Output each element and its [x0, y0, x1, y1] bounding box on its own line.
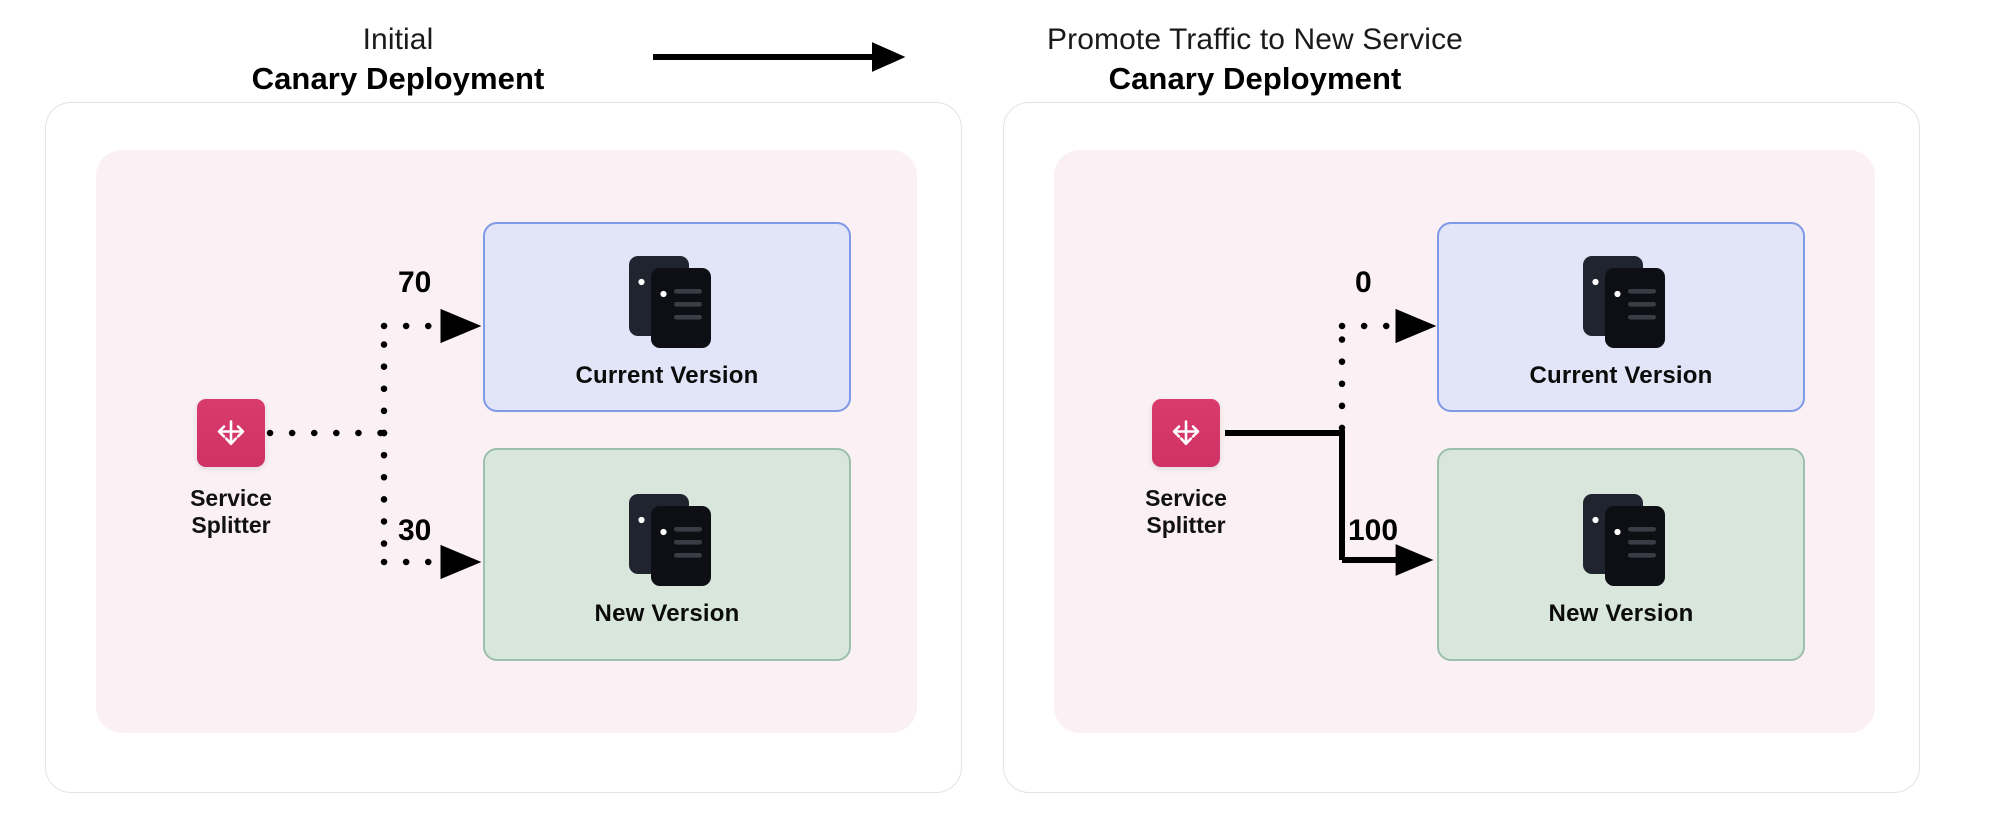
panel-subtitle-promoted: Promote Traffic to New Service [1047, 23, 1463, 56]
new-version-box-initial[interactable]: New Version [483, 448, 851, 661]
flow-weight-current-promoted: 0 [1355, 266, 1372, 299]
current-version-title-promoted: Current Version [1529, 362, 1713, 389]
panel-heading-promoted: Promote Traffic to New Service Canary De… [955, 22, 1555, 98]
current-version-title-initial: Current Version [575, 362, 759, 389]
current-version-box-initial[interactable]: Current Version [483, 222, 851, 412]
move-arrows-icon [1166, 413, 1206, 453]
server-stack-icon [615, 244, 719, 348]
panel-subtitle-initial: Initial [362, 23, 434, 56]
panel-heading-initial: Initial Canary Deployment [200, 22, 596, 98]
panel-frame-initial [45, 102, 962, 793]
panel-frame-promoted [1003, 102, 1920, 793]
panel-title-promoted: Canary Deployment [1108, 61, 1402, 97]
new-version-title-initial: New Version [594, 599, 740, 627]
new-version-title-promoted: New Version [1548, 599, 1694, 627]
server-stack-icon [1569, 482, 1673, 586]
server-stack-icon [615, 482, 719, 586]
flow-weight-new-promoted: 100 [1348, 514, 1399, 547]
flow-weight-new-initial: 30 [398, 514, 432, 547]
flow-weight-current-initial: 70 [398, 266, 432, 299]
service-splitter-initial[interactable] [197, 399, 265, 467]
server-stack-icon [1569, 244, 1673, 348]
move-arrows-icon [211, 413, 251, 453]
service-splitter-label-initial: Service Splitter [190, 485, 272, 539]
new-version-box-promoted[interactable]: New Version [1437, 448, 1805, 661]
panel-title-initial: Canary Deployment [251, 61, 545, 97]
service-splitter-promoted[interactable] [1152, 399, 1220, 467]
current-version-box-promoted[interactable]: Current Version [1437, 222, 1805, 412]
service-splitter-label-promoted: Service Splitter [1145, 485, 1227, 539]
